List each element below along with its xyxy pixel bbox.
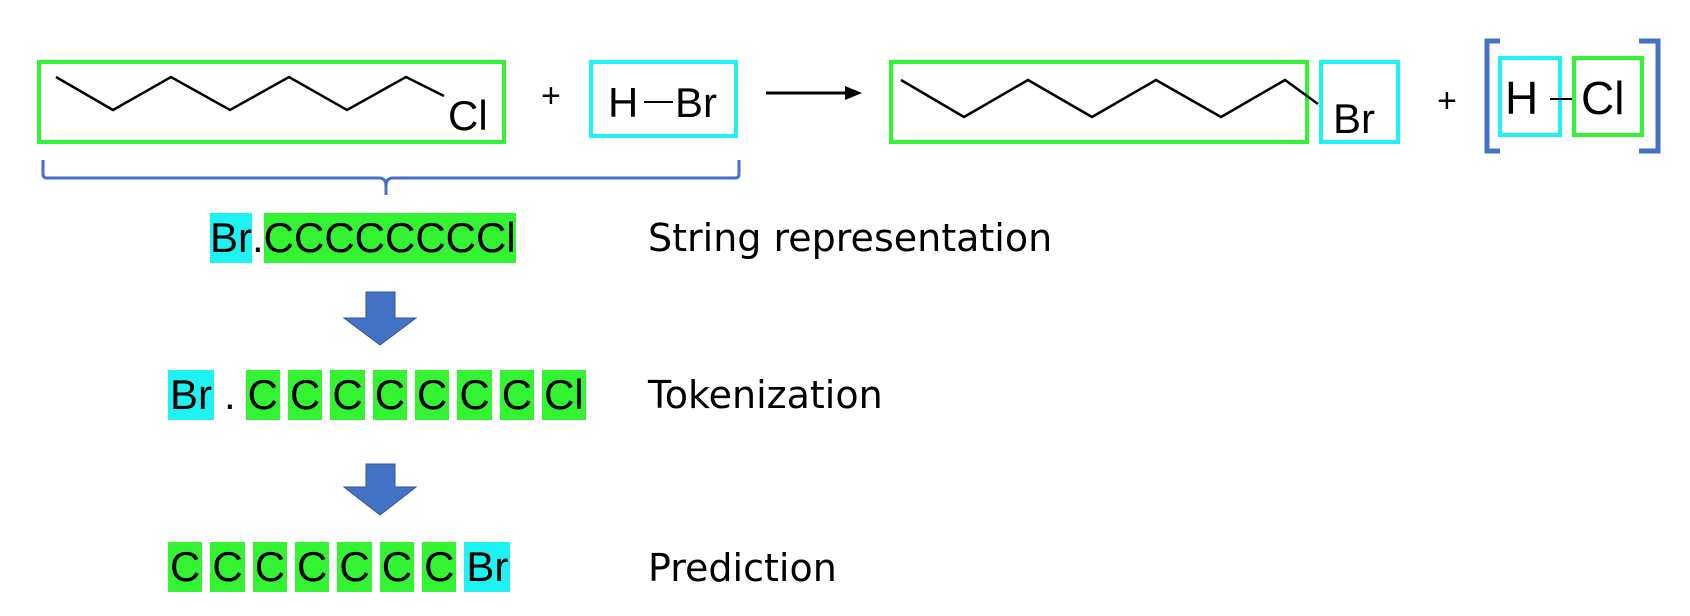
reactant1-atom-label: Cl [448,92,488,139]
product2-chlorine-label: Cl [1581,72,1624,124]
tokenization-token: C [245,370,281,420]
tokenization-token: C [499,370,535,420]
reactant1-carbon-chain [55,75,445,112]
tokenization-token: C [457,370,492,420]
tokenization-token: C [372,370,408,420]
string-representation-row: Br.CCCCCCCCl [210,213,516,263]
product1-highlight-box [889,60,1309,144]
reactant1-highlight-box [37,60,506,144]
string-prefix-br: Br [210,213,252,263]
product1-atom-label: Br [1333,95,1375,142]
prediction-token: C [210,542,245,592]
reactants-brace [41,160,741,195]
plus-sign-1: + [541,77,561,115]
reaction-arrow-head [845,86,862,100]
product2-chlorine-box [1572,56,1644,137]
prediction-token: C [337,542,372,592]
reactant2-hydrogen-label: H [608,79,638,126]
string-representation-label: String representation [648,216,1053,260]
product2-hydrogen-label: H [1505,72,1538,124]
tokenization-token: Br [168,370,214,420]
prediction-token: C [379,542,415,592]
product2-left-bracket [1484,38,1500,154]
prediction-token: C [252,542,288,592]
product1-carbon-chain [900,78,1319,119]
tokenization-label: Tokenization [648,373,883,417]
tokenization-token: C [415,370,450,420]
prediction-label: Prediction [648,546,837,590]
prediction-token: Br [464,542,511,592]
down-arrow-2 [342,463,418,516]
prediction-token: C [295,542,330,592]
reactant2-highlight-box [589,60,738,138]
product1-bromine-box [1319,60,1400,144]
prediction-token: C [168,542,203,592]
tokenization-token: Cl [542,370,586,420]
string-chain: CCCCCCCCl [263,213,516,263]
product2-hydrogen-box [1498,56,1562,137]
product2-right-bracket [1639,38,1661,154]
tokenization-token: C [330,370,365,420]
reactant2-bromine-label: Br [675,79,717,126]
tokenization-token: C [288,370,323,420]
string-dot: . [252,214,264,261]
plus-sign-2: + [1437,82,1457,120]
tokenization-token: . [224,371,236,418]
prediction-token: C [422,542,457,592]
down-arrow-1 [342,291,418,346]
